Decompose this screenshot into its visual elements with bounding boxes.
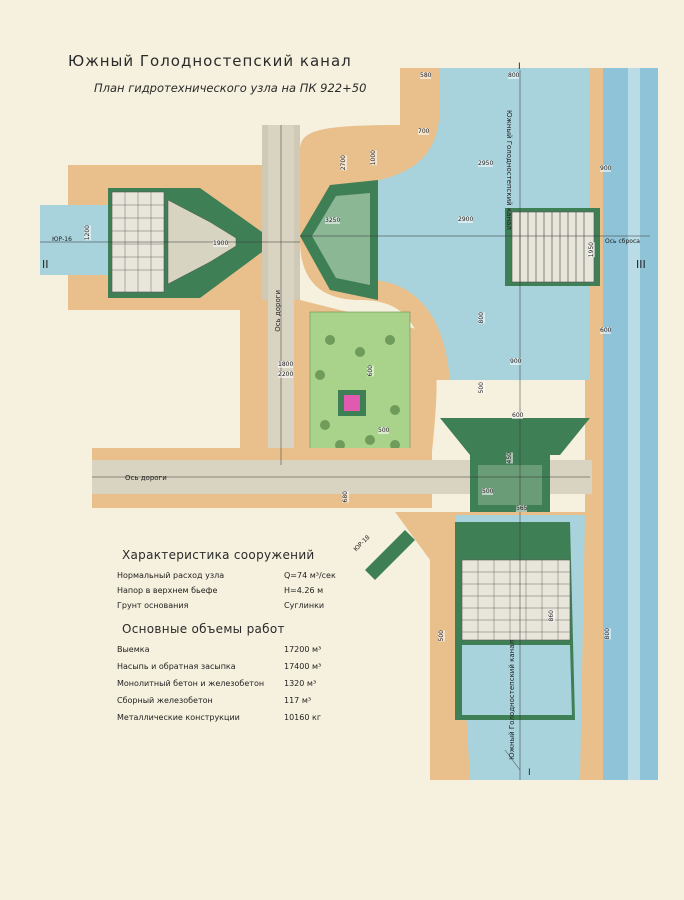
table-row-label: Насыпь и обратная засыпка (117, 662, 236, 671)
dimension-label: 2950 (478, 160, 494, 167)
dimension-label: 1950 (588, 242, 595, 258)
head-regulator-inner (312, 193, 370, 285)
section-II-mark: II (42, 258, 49, 271)
dimension-label: 800 (478, 312, 485, 324)
dimension-label: 600 (512, 412, 524, 419)
page-subtitle: План гидротехнического узла на ПК 922+50 (94, 81, 367, 95)
dimension-label: 1000 (370, 150, 377, 166)
gauge-west-label: ЮР-16 (52, 236, 72, 243)
dimension-label: 900 (600, 165, 612, 172)
section-I-bottom-mark: I (528, 768, 531, 778)
lower-basin-water (462, 645, 572, 715)
main-canal-berm (628, 68, 640, 780)
dimension-label: 450 (506, 452, 513, 464)
dimension-label: 800 (508, 72, 520, 79)
garden-grass (309, 311, 411, 463)
table-row-label: Нормальный расход узла (117, 571, 225, 580)
table-row-label: Металлические конструкции (117, 713, 240, 722)
garden-pavilion-roof (344, 395, 360, 411)
canal-label-lower: Южный Голодностепский канал (508, 640, 516, 760)
gate-structure (440, 418, 590, 455)
dimension-label: 500 (482, 488, 494, 495)
dimension-label: 500 (438, 630, 445, 642)
table-row-value: 17200 м³ (284, 645, 322, 654)
dimension-label: 600 (367, 365, 374, 377)
table-row-label: Напор в верхнем бьефе (117, 586, 218, 595)
canal-label: Южный Голодностепский канал (505, 110, 513, 230)
dimension-label: 800 (604, 628, 611, 640)
characteristics-heading: Характеристика сооружений (122, 548, 315, 562)
table-row-value: 117 м³ (284, 696, 312, 705)
right-grate (511, 211, 595, 283)
table-row-value: H=4.26 м (284, 586, 324, 595)
dimension-label: 2900 (458, 216, 474, 223)
table-row-label: Монолитный бетон и железобетон (117, 679, 265, 688)
dimension-label: 700 (418, 128, 430, 135)
gate-bridge-deck (478, 465, 542, 505)
dimension-label: 1800 (278, 361, 294, 368)
dimension-label: 860 (548, 610, 555, 622)
dimension-label: 565 (516, 505, 528, 512)
volumes-heading: Основные объемы работ (122, 622, 285, 636)
table-row-value: Суглинки (284, 601, 325, 610)
west-water (40, 205, 120, 275)
dimension-label: 2200 (278, 371, 294, 378)
road-axis-label: Ось дороги (125, 474, 167, 482)
section-I-top-mark: I (518, 62, 521, 72)
dimension-label: 2700 (340, 155, 347, 171)
table-row-value: 10160 кг (284, 713, 322, 722)
dimension-label: 1200 (84, 225, 91, 241)
table-row-value: 17400 м³ (284, 662, 322, 671)
road-axis-vertical-label: Ось дороги (274, 290, 282, 332)
discharge-axis-label: Ось сброса (605, 238, 640, 245)
southwest-flume (365, 530, 415, 580)
table-row-label: Грунт основания (117, 601, 189, 610)
dimension-label: 900 (510, 358, 522, 365)
table-row-value: 1320 м³ (284, 679, 317, 688)
dimension-label: 680 (342, 491, 349, 503)
dimension-label: 500 (378, 427, 390, 434)
page-title: Южный Голодностепский канал (68, 52, 352, 70)
upper-bay-water (318, 68, 590, 380)
stilling-basin-grate (461, 559, 571, 641)
section-III-mark: III (636, 258, 646, 271)
table-row-value: Q=74 м³/сек (284, 571, 336, 580)
table-row-label: Сборный железобетон (117, 696, 213, 705)
dimension-label: 600 (600, 327, 612, 334)
table-row-label: Выемка (117, 645, 150, 654)
dimension-label: 3250 (325, 217, 341, 224)
dimension-label: 500 (478, 382, 485, 394)
dimension-label: 580 (420, 72, 432, 79)
dimension-label: 1900 (213, 240, 229, 247)
